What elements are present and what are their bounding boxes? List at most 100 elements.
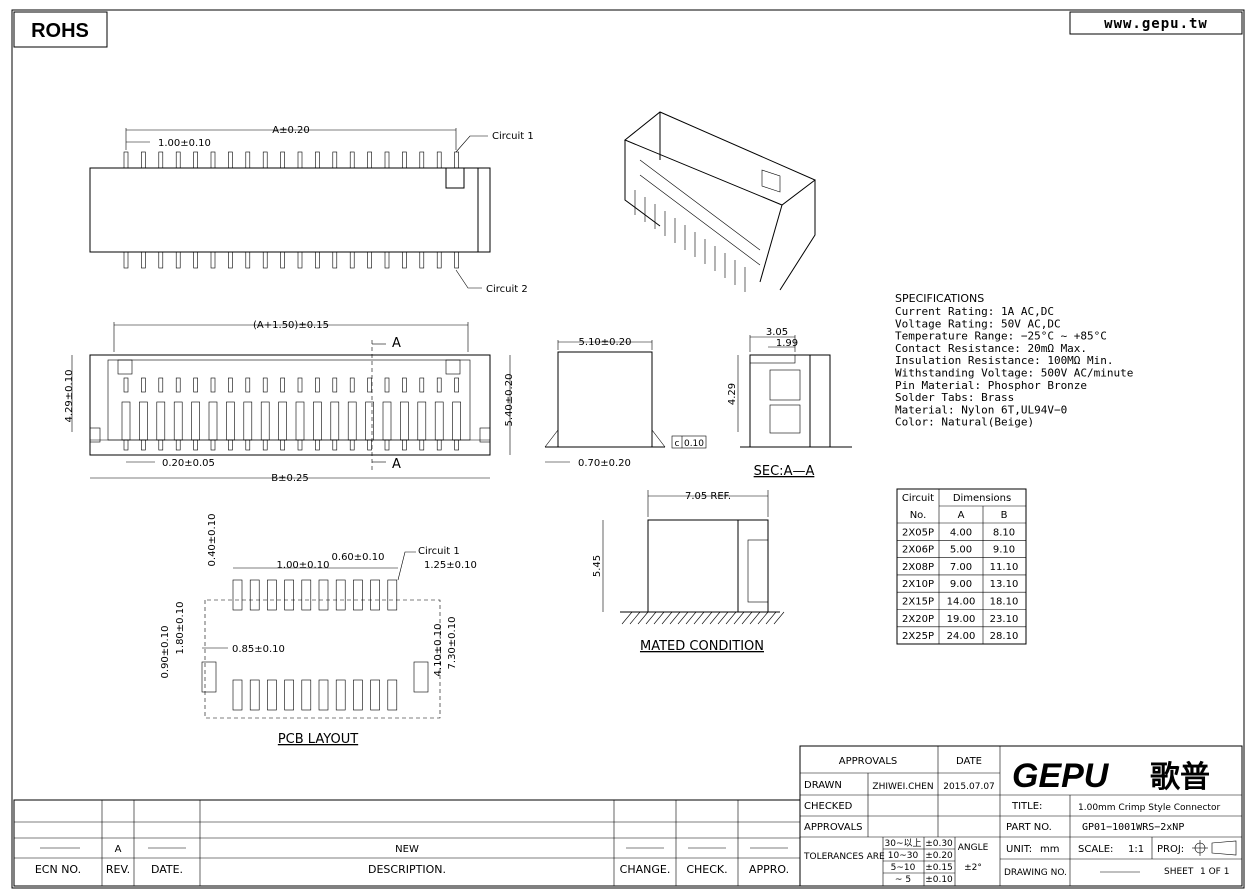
- top-pin: [419, 151, 425, 169]
- front-contact: [313, 401, 322, 441]
- front-pin-tail: [297, 439, 303, 451]
- checked-label: CHECKED: [804, 801, 853, 812]
- front-pin-top: [193, 377, 198, 393]
- top-pin: [228, 151, 233, 169]
- front-pin-top: [175, 377, 181, 393]
- table-cell: 2X15P: [902, 597, 934, 608]
- side-tab-label: 0.70±0.20: [578, 458, 631, 469]
- spec-line: Temperature Range: −25°C ~ +85°C: [895, 330, 1107, 343]
- front-pin-top: [384, 377, 390, 393]
- coplanarity-symbol: c: [675, 439, 680, 449]
- part-label: PART NO.: [1006, 822, 1052, 833]
- website-box: www.gepu.tw: [1069, 11, 1243, 35]
- front-pin-top: [262, 377, 268, 393]
- pcb-pitch-label: 1.00±0.10: [277, 560, 330, 571]
- sheet-border: [11, 9, 1245, 889]
- gepu-logo-cn: 歌普: [1150, 760, 1210, 795]
- front-pin-tail: [367, 439, 372, 451]
- table-cell: 5.00: [950, 545, 972, 556]
- front-contact: [156, 401, 166, 441]
- front-pin-tail: [193, 439, 198, 451]
- front-pin-tail: [245, 439, 251, 451]
- front-contact: [400, 401, 409, 441]
- revision-header: CHANGE.: [620, 863, 671, 876]
- pcb-pad-top: [318, 579, 329, 611]
- front-pin-top: [228, 377, 233, 393]
- front-contact: [434, 401, 444, 441]
- bottom-pin: [297, 251, 303, 269]
- pcb-h4-label: 7.30±0.10: [447, 617, 458, 670]
- part-value: GP01−1001WRS−2xNP: [1082, 822, 1184, 833]
- front-contact: [417, 401, 427, 441]
- pcb-h3-label: 4.10±0.10: [433, 624, 444, 677]
- approvals-label: APPROVALS: [804, 822, 863, 833]
- front-pin-top: [402, 377, 407, 393]
- bottom-pin: [245, 251, 251, 269]
- front-contact: [347, 401, 357, 441]
- drawn-label: DRAWN: [804, 780, 842, 791]
- section-title: SEC:A—A: [754, 464, 815, 479]
- table-cell: 18.10: [990, 597, 1019, 608]
- tol-value: ±0.30: [925, 839, 953, 849]
- bottom-pin: [123, 251, 129, 269]
- isometric-view: [624, 111, 816, 292]
- table-cell: 24.00: [947, 631, 976, 642]
- tol-range: 5~10: [891, 863, 916, 873]
- pcb-pad-bottom: [318, 679, 329, 711]
- top-pin: [297, 151, 303, 169]
- bottom-pin: [280, 251, 285, 269]
- top-pin: [158, 151, 164, 169]
- unit-value: mm: [1040, 844, 1059, 855]
- front-pin-tail: [315, 439, 320, 451]
- table-cell: 8.10: [993, 527, 1015, 538]
- top-pin: [175, 151, 181, 169]
- scale-value: 1:1: [1128, 844, 1144, 855]
- angle-label: ANGLE: [958, 843, 989, 853]
- bottom-pin: [175, 251, 181, 269]
- bottom-pin: [315, 251, 320, 269]
- circuit1-callout: Circuit 1: [492, 131, 534, 142]
- pcb-tabw-label: 0.85±0.10: [232, 644, 285, 655]
- front-pin-top: [141, 377, 146, 393]
- front-contact: [365, 401, 374, 441]
- dim-a-plus-label: (A+1.50)±0.15: [253, 320, 329, 331]
- pcb-pad-bottom: [335, 679, 346, 711]
- front-contact: [295, 401, 305, 441]
- revision-header: APPRO.: [749, 863, 789, 876]
- front-pin-top: [297, 377, 303, 393]
- front-pin-top: [315, 377, 320, 393]
- approvals-header: APPROVALS: [839, 756, 898, 767]
- rohs-badge: ROHS: [13, 11, 108, 48]
- bottom-pin: [332, 251, 338, 269]
- spec-line: Color: Natural(Beige): [895, 416, 1034, 429]
- circuit2-callout: Circuit 2: [486, 284, 528, 295]
- gepu-logo: GEPU: [1012, 757, 1110, 795]
- front-view: (A+1.50)±0.15 4.29±0.10 5.40±0.20 B±0.25…: [64, 320, 515, 484]
- desc-value: NEW: [395, 844, 419, 855]
- top-pin: [384, 151, 390, 169]
- front-pin-tail: [349, 439, 355, 451]
- front-pin-tail: [384, 439, 390, 451]
- section-view: 3.05 1.99 4.29 SEC:A—A: [727, 327, 852, 479]
- table-cell: 2X08P: [902, 562, 934, 573]
- front-pin-top: [367, 377, 372, 393]
- bottom-pin: [262, 251, 268, 269]
- pcb-pad-top: [249, 579, 260, 611]
- front-pin-tail: [228, 439, 233, 451]
- top-pin: [349, 151, 355, 169]
- pcb-h2-label: 1.80±0.10: [175, 602, 186, 655]
- spec-line: Withstanding Voltage: 500V AC/minute: [895, 367, 1133, 380]
- drawing-label: DRAWING NO.: [1004, 868, 1067, 878]
- bottom-pin: [454, 251, 459, 269]
- revision-header: ECN NO.: [35, 863, 81, 876]
- pcb-pad-bottom: [232, 679, 243, 711]
- scale-label: SCALE:: [1078, 844, 1113, 855]
- spec-line: Solder Tabs: Brass: [895, 391, 1014, 404]
- front-pin-tail: [262, 439, 268, 451]
- table-cell: 9.00: [950, 579, 972, 590]
- side-width-label: 5.10±0.20: [579, 337, 632, 348]
- front-pin-tail: [436, 439, 442, 451]
- front-pin-top: [436, 377, 442, 393]
- proj-label: PROJ:: [1157, 844, 1184, 855]
- spec-line: Material: Nylon 6T,UL94V−0: [895, 403, 1067, 416]
